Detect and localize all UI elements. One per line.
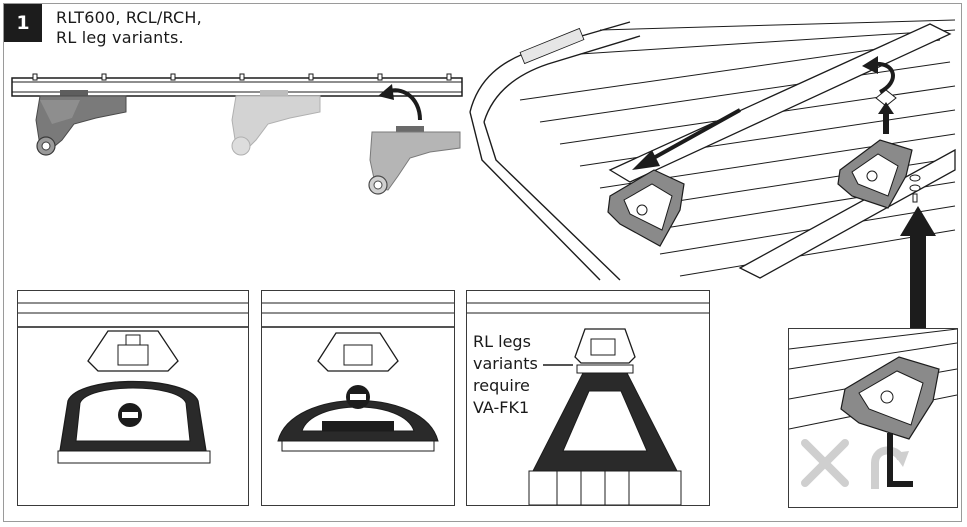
- title-line-1: RLT600, RCL/RCH,: [56, 8, 202, 27]
- logo-plate: [519, 27, 585, 65]
- detail-panel-rl-legs: RL legs variants require VA-FK1: [466, 290, 710, 506]
- step-number: 1: [16, 12, 30, 34]
- install-detail-view: [789, 329, 957, 489]
- bolt-stack: [909, 174, 921, 203]
- up-arrow-large-icon: [900, 206, 936, 328]
- rl-leg-front-view: [467, 302, 709, 505]
- rl-legs-note: RL legs variants require VA-FK1: [473, 331, 538, 419]
- leg-bracket-left: [607, 169, 685, 247]
- leg-variant-light: [231, 90, 321, 156]
- leg-variant-removed: [368, 126, 461, 195]
- note-line-3: require: [473, 376, 530, 395]
- note-line-1: RL legs: [473, 332, 531, 351]
- leg-bracket-right: [837, 139, 913, 209]
- turn-arrow-icon: [871, 446, 909, 489]
- up-arrow-small-icon: [878, 102, 894, 134]
- title-line-2: RL leg variants.: [56, 28, 184, 47]
- rhino-rack-logo: [322, 421, 394, 431]
- rack-frame: [469, 21, 641, 281]
- note-line-4: VA-FK1: [473, 398, 530, 417]
- step-title: RLT600, RCL/RCH, RL leg variants.: [56, 8, 202, 48]
- leg-front-view: [18, 302, 248, 464]
- step-number-badge: 1: [4, 4, 42, 42]
- leg-variant-dark: [35, 90, 127, 156]
- nut-plate: [875, 89, 897, 107]
- straight-arrow-icon: [632, 108, 741, 170]
- detail-panel-rlt600: [17, 290, 249, 506]
- detail-panel-install: [788, 328, 958, 508]
- instruction-frame: [3, 3, 962, 522]
- detail-panel-rcl-rch: [261, 290, 455, 506]
- x-mark-icon: [801, 439, 849, 487]
- leg-front-view-branded: [262, 302, 454, 452]
- rotate-arrow-icon: [862, 56, 895, 94]
- note-line-2: variants: [473, 354, 538, 373]
- curved-arrow-icon: [378, 84, 422, 121]
- hex-key-icon: [887, 433, 913, 487]
